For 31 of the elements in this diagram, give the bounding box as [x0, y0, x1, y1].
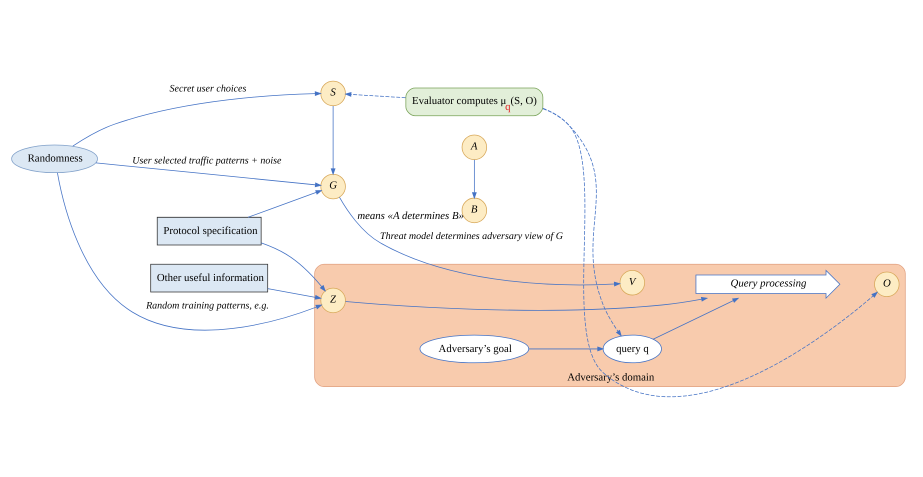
- node-circle: S: [320, 80, 346, 106]
- arrow: [652, 297, 740, 340]
- arrow: [57, 172, 323, 330]
- arrow: [260, 242, 326, 292]
- node-box: Protocol specification: [156, 216, 262, 245]
- node-box: Other useful information: [150, 263, 268, 292]
- node-circle: G: [320, 173, 346, 199]
- node-circle: V: [620, 270, 645, 295]
- arrow: [248, 190, 323, 218]
- arrow: [72, 90, 322, 146]
- arrow: [268, 288, 322, 300]
- node-ellipse: Randomness: [11, 144, 98, 173]
- edge-label: Random training patterns, e.g.: [146, 300, 269, 311]
- arrow: [542, 107, 878, 397]
- edge-label: Threat model determines adversary view of G: [380, 230, 564, 242]
- arrow: [330, 105, 336, 175]
- arrow: [528, 346, 604, 351]
- arrow: [344, 92, 406, 98]
- edge-label: User selected traffic patterns + noise: [132, 155, 282, 166]
- arrow: [345, 296, 708, 310]
- arrow: [472, 158, 477, 199]
- arrow: [96, 162, 322, 187]
- arrow: [542, 108, 622, 336]
- node-ellipse: query q: [602, 334, 662, 363]
- arrow: [339, 196, 621, 286]
- edge-label: Secret user choices: [170, 82, 246, 94]
- node-circle: A: [462, 134, 488, 160]
- node-circle: Z: [320, 287, 346, 313]
- node-label: means «A determines B»: [357, 210, 464, 222]
- node-ellipse: Adversary’s goal: [420, 334, 530, 363]
- node-circle: O: [874, 271, 900, 296]
